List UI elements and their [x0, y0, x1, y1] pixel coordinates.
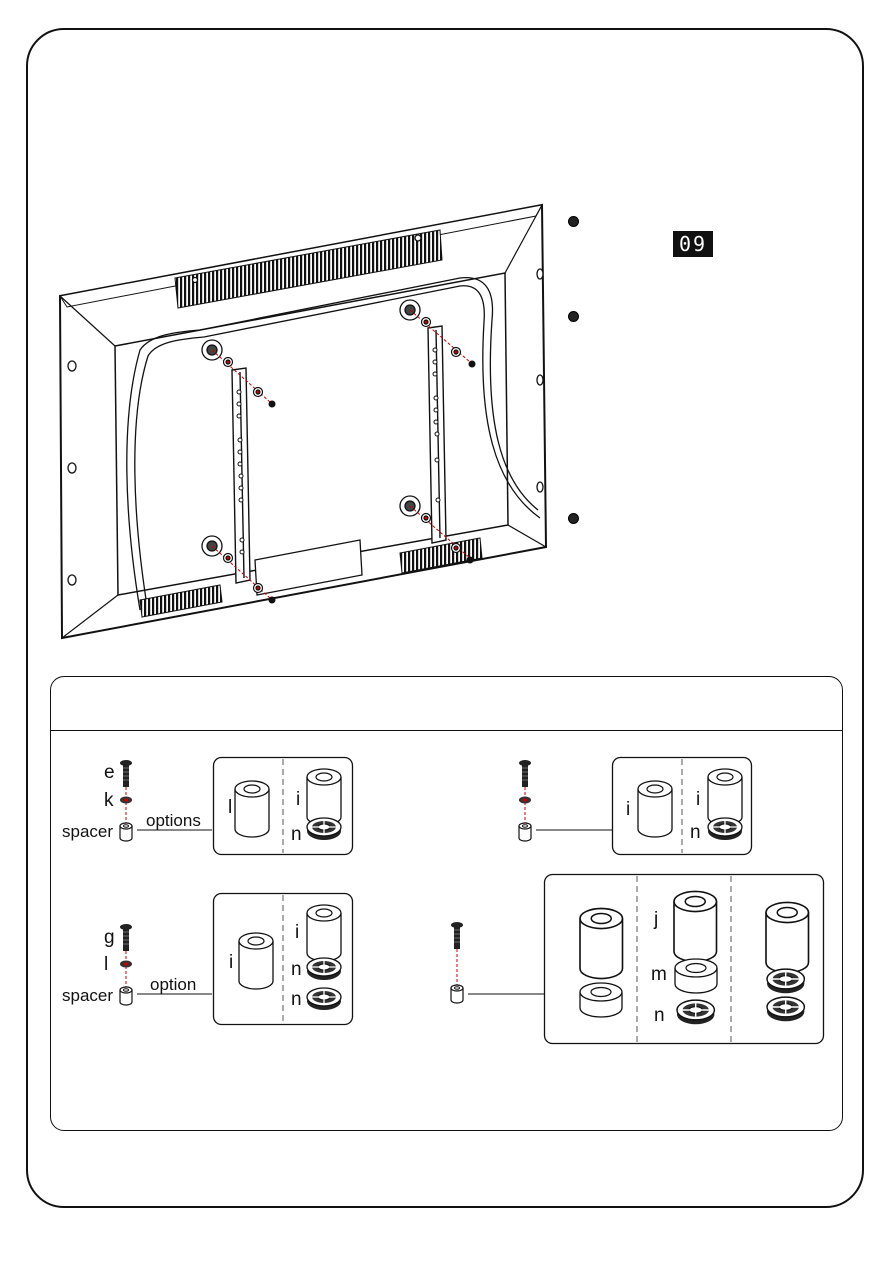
step-number-badge: 09 [673, 231, 713, 257]
part-label-g: g [104, 927, 115, 948]
hardware-box [50, 676, 843, 1131]
options-panel-3 [212, 892, 354, 1026]
option-label-i: i [696, 789, 701, 810]
part-label-l: l [104, 954, 109, 975]
hardware-stack-e-k-spacer [119, 759, 212, 842]
options-label: options [146, 811, 201, 830]
option-label: option [150, 975, 197, 994]
option-label-n: n [690, 822, 701, 843]
instruction-bullet-3 [568, 513, 579, 524]
page-frame [26, 28, 864, 1208]
option-label-n: n [291, 824, 302, 845]
option-label-i: i [229, 952, 234, 973]
option-label-m: m [651, 964, 667, 985]
hardware-stack-g-l-spacer [119, 923, 212, 1006]
part-label-e: e [104, 762, 115, 783]
option-label-l: l [228, 797, 233, 818]
part-label-spacer: spacer [62, 986, 114, 1005]
option-label-i: i [296, 789, 301, 810]
part-label-k: k [104, 790, 114, 811]
option-label-n: n [291, 959, 302, 980]
instruction-bullet-2 [568, 311, 579, 322]
options-panel-2 [611, 756, 753, 856]
option-label-i: i [626, 799, 631, 820]
part-label-spacer: spacer [62, 822, 114, 841]
hardware-box-header-divider [51, 730, 842, 731]
tv-back-illustration [58, 203, 548, 640]
option-label-i: i [295, 922, 300, 943]
option-label-n: n [291, 989, 302, 1010]
option-label-n: n [654, 1005, 665, 1026]
options-panel-1 [212, 756, 354, 856]
hardware-stack-2 [518, 759, 612, 842]
option-label-j: j [654, 909, 659, 930]
instruction-bullet-1 [568, 216, 579, 227]
hardware-stack-4 [450, 921, 544, 1004]
options-panel-4 [543, 873, 825, 1045]
